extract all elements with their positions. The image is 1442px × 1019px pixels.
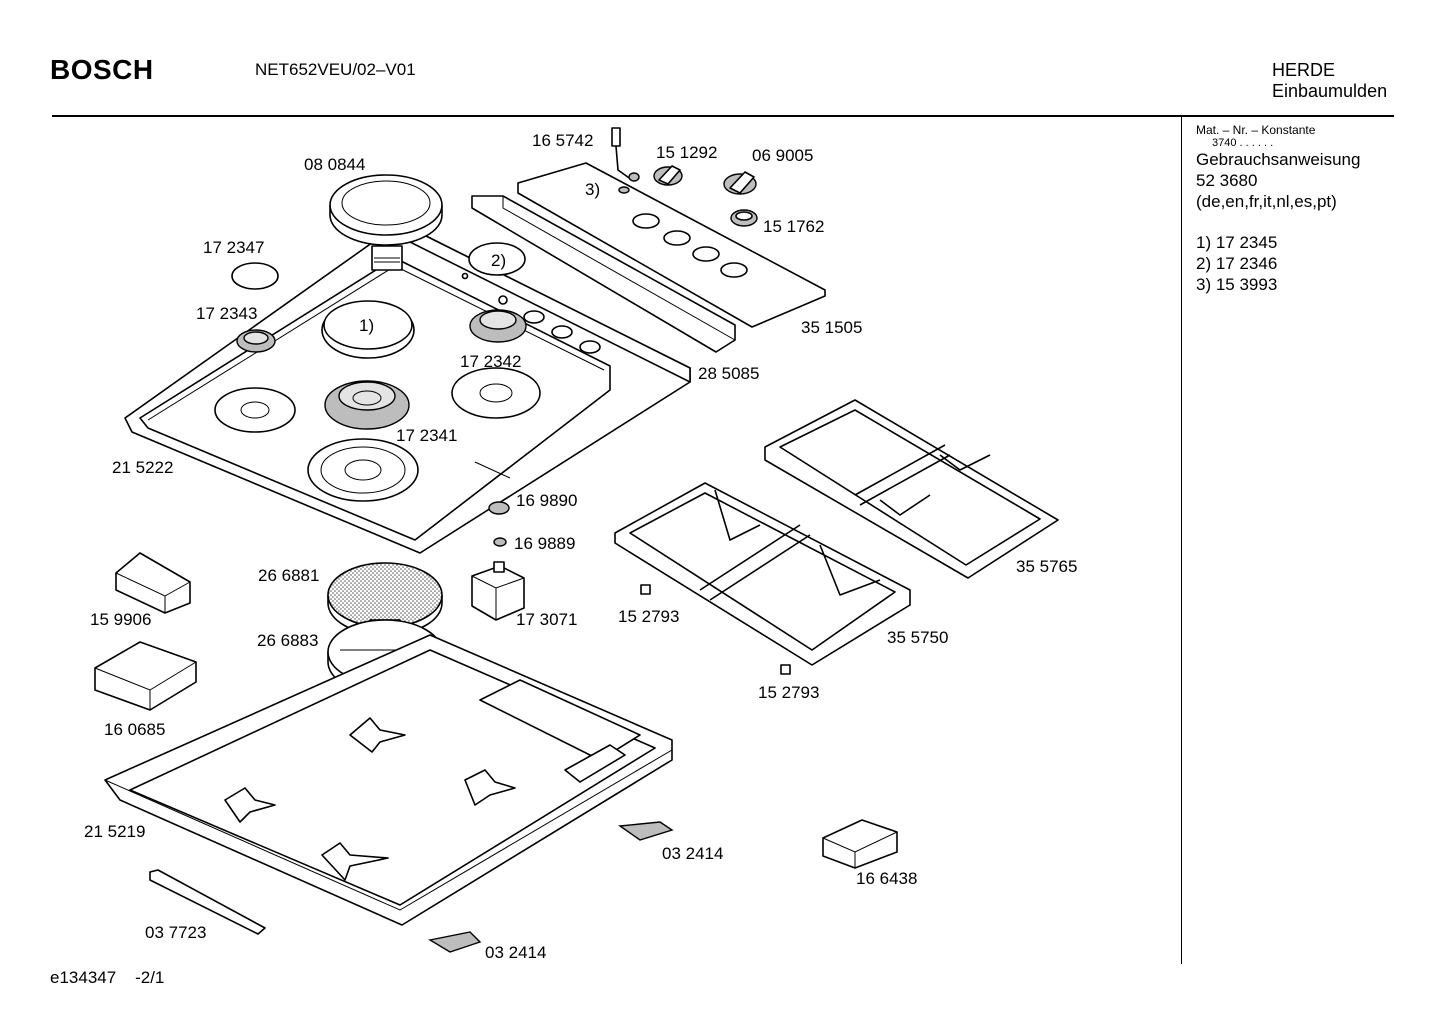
label-169889: 16 9889 xyxy=(514,534,575,553)
label-172341: 17 2341 xyxy=(396,426,457,445)
hob-burner-ring xyxy=(451,367,541,419)
hob-burner-ring xyxy=(214,387,296,433)
label-165742: 16 5742 xyxy=(532,131,593,150)
sidebar-info: Mat. – Nr. – Konstante 3740 . . . . . . … xyxy=(1196,123,1360,295)
label-032414: 03 2414 xyxy=(485,943,546,962)
label-037723: 03 7723 xyxy=(145,923,206,942)
header-rule xyxy=(52,115,1394,117)
note-item: 2) 17 2346 xyxy=(1196,254,1278,273)
knob-holes xyxy=(461,272,601,354)
doc-languages: (de,en,fr,it,nl,es,pt) xyxy=(1196,192,1337,211)
sidebar-divider xyxy=(1181,117,1182,964)
burner-support xyxy=(224,787,276,823)
label-215222: 21 5222 xyxy=(112,458,173,477)
label-351505: 35 1505 xyxy=(801,318,862,337)
label-355750: 35 5750 xyxy=(887,628,948,647)
seal-ring-172347 xyxy=(231,262,279,290)
part-labels: 16 5742 15 1292 06 9005 08 0844 3) 15 17… xyxy=(84,131,1077,962)
hotplate-080844 xyxy=(329,174,443,271)
callout-2: 2) xyxy=(491,251,506,270)
burner-support xyxy=(464,769,516,806)
brand-logo: BOSCH xyxy=(50,54,154,85)
label-151762: 15 1762 xyxy=(763,217,824,236)
label-152793: 15 2793 xyxy=(758,683,819,702)
energy-regulator-173071 xyxy=(471,561,525,621)
rubber-foot xyxy=(640,584,651,595)
label-032414: 03 2414 xyxy=(662,844,723,863)
doc-title: Gebrauchsanweisung xyxy=(1196,150,1361,169)
footer: e134347 -2/1 xyxy=(50,968,164,988)
control-panel-351505 xyxy=(517,162,826,328)
pan-support-355750 xyxy=(614,482,911,666)
trim-strip-285085 xyxy=(471,195,736,353)
label-159906: 15 9906 xyxy=(90,610,151,629)
base-tray-215219 xyxy=(104,634,673,926)
clip-032414 xyxy=(618,821,674,841)
mat-title: Mat. – Nr. – Konstante xyxy=(1196,123,1316,137)
knob-ring-151762 xyxy=(730,209,758,227)
ignition-plug-165742 xyxy=(611,127,640,194)
cover-box-160685 xyxy=(94,641,197,711)
hob-hotplate-ring-1 xyxy=(321,300,415,359)
burner-172342 xyxy=(469,309,527,343)
burner-cap-2 xyxy=(468,242,526,276)
burner-support xyxy=(321,842,389,881)
burner-172341 xyxy=(324,380,410,430)
terminal-block-159906 xyxy=(115,552,191,614)
model-number: NET652VEU/02–V01 xyxy=(255,60,416,79)
mat-value: 3740 . . . . . . xyxy=(1212,137,1274,149)
label-160685: 16 0685 xyxy=(104,720,165,739)
label-266881: 26 6881 xyxy=(258,566,319,585)
page-number: -2/1 xyxy=(135,968,165,987)
rubber-foot xyxy=(780,664,791,675)
knob-069005 xyxy=(723,171,757,195)
label-173071: 17 3071 xyxy=(516,610,577,629)
label-172342: 17 2342 xyxy=(460,352,521,371)
label-169890: 16 9890 xyxy=(516,491,577,510)
pan-support-355765 xyxy=(764,399,1059,579)
burner-172343 xyxy=(236,329,276,353)
label-151292: 15 1292 xyxy=(656,143,717,162)
burner-support xyxy=(349,717,406,753)
hob-burner-ring xyxy=(307,438,419,502)
label-266883: 26 6883 xyxy=(257,631,318,650)
washer-169890 xyxy=(488,501,510,515)
exploded-parts-diagram: 16 5742 15 1292 06 9005 08 0844 3) 15 17… xyxy=(84,127,1077,962)
label-080844: 08 0844 xyxy=(304,155,365,174)
knob-151292 xyxy=(653,165,683,186)
callout-3: 3) xyxy=(585,180,600,199)
label-285085: 28 5085 xyxy=(698,364,759,383)
label-152793: 15 2793 xyxy=(618,607,679,626)
callout-1: 1) xyxy=(359,316,374,335)
document-id: e134347 xyxy=(50,968,117,987)
ignition-unit-166438 xyxy=(822,819,898,869)
label-215219: 21 5219 xyxy=(84,822,145,841)
note-item: 1) 17 2345 xyxy=(1196,233,1278,252)
label-355765: 35 5765 xyxy=(1016,557,1077,576)
nut-169889 xyxy=(493,537,507,547)
doc-number: 52 3680 xyxy=(1196,171,1258,190)
category-title: HERDE xyxy=(1272,60,1336,80)
label-166438: 16 6438 xyxy=(856,869,917,888)
label-172347: 17 2347 xyxy=(203,238,264,257)
strip-037723 xyxy=(149,869,266,935)
label-172343: 17 2343 xyxy=(196,304,257,323)
category-subtitle: Einbaumulden xyxy=(1272,81,1388,101)
clip-032414 xyxy=(428,931,482,953)
label-069005: 06 9005 xyxy=(752,146,813,165)
note-item: 3) 15 3993 xyxy=(1196,275,1278,294)
